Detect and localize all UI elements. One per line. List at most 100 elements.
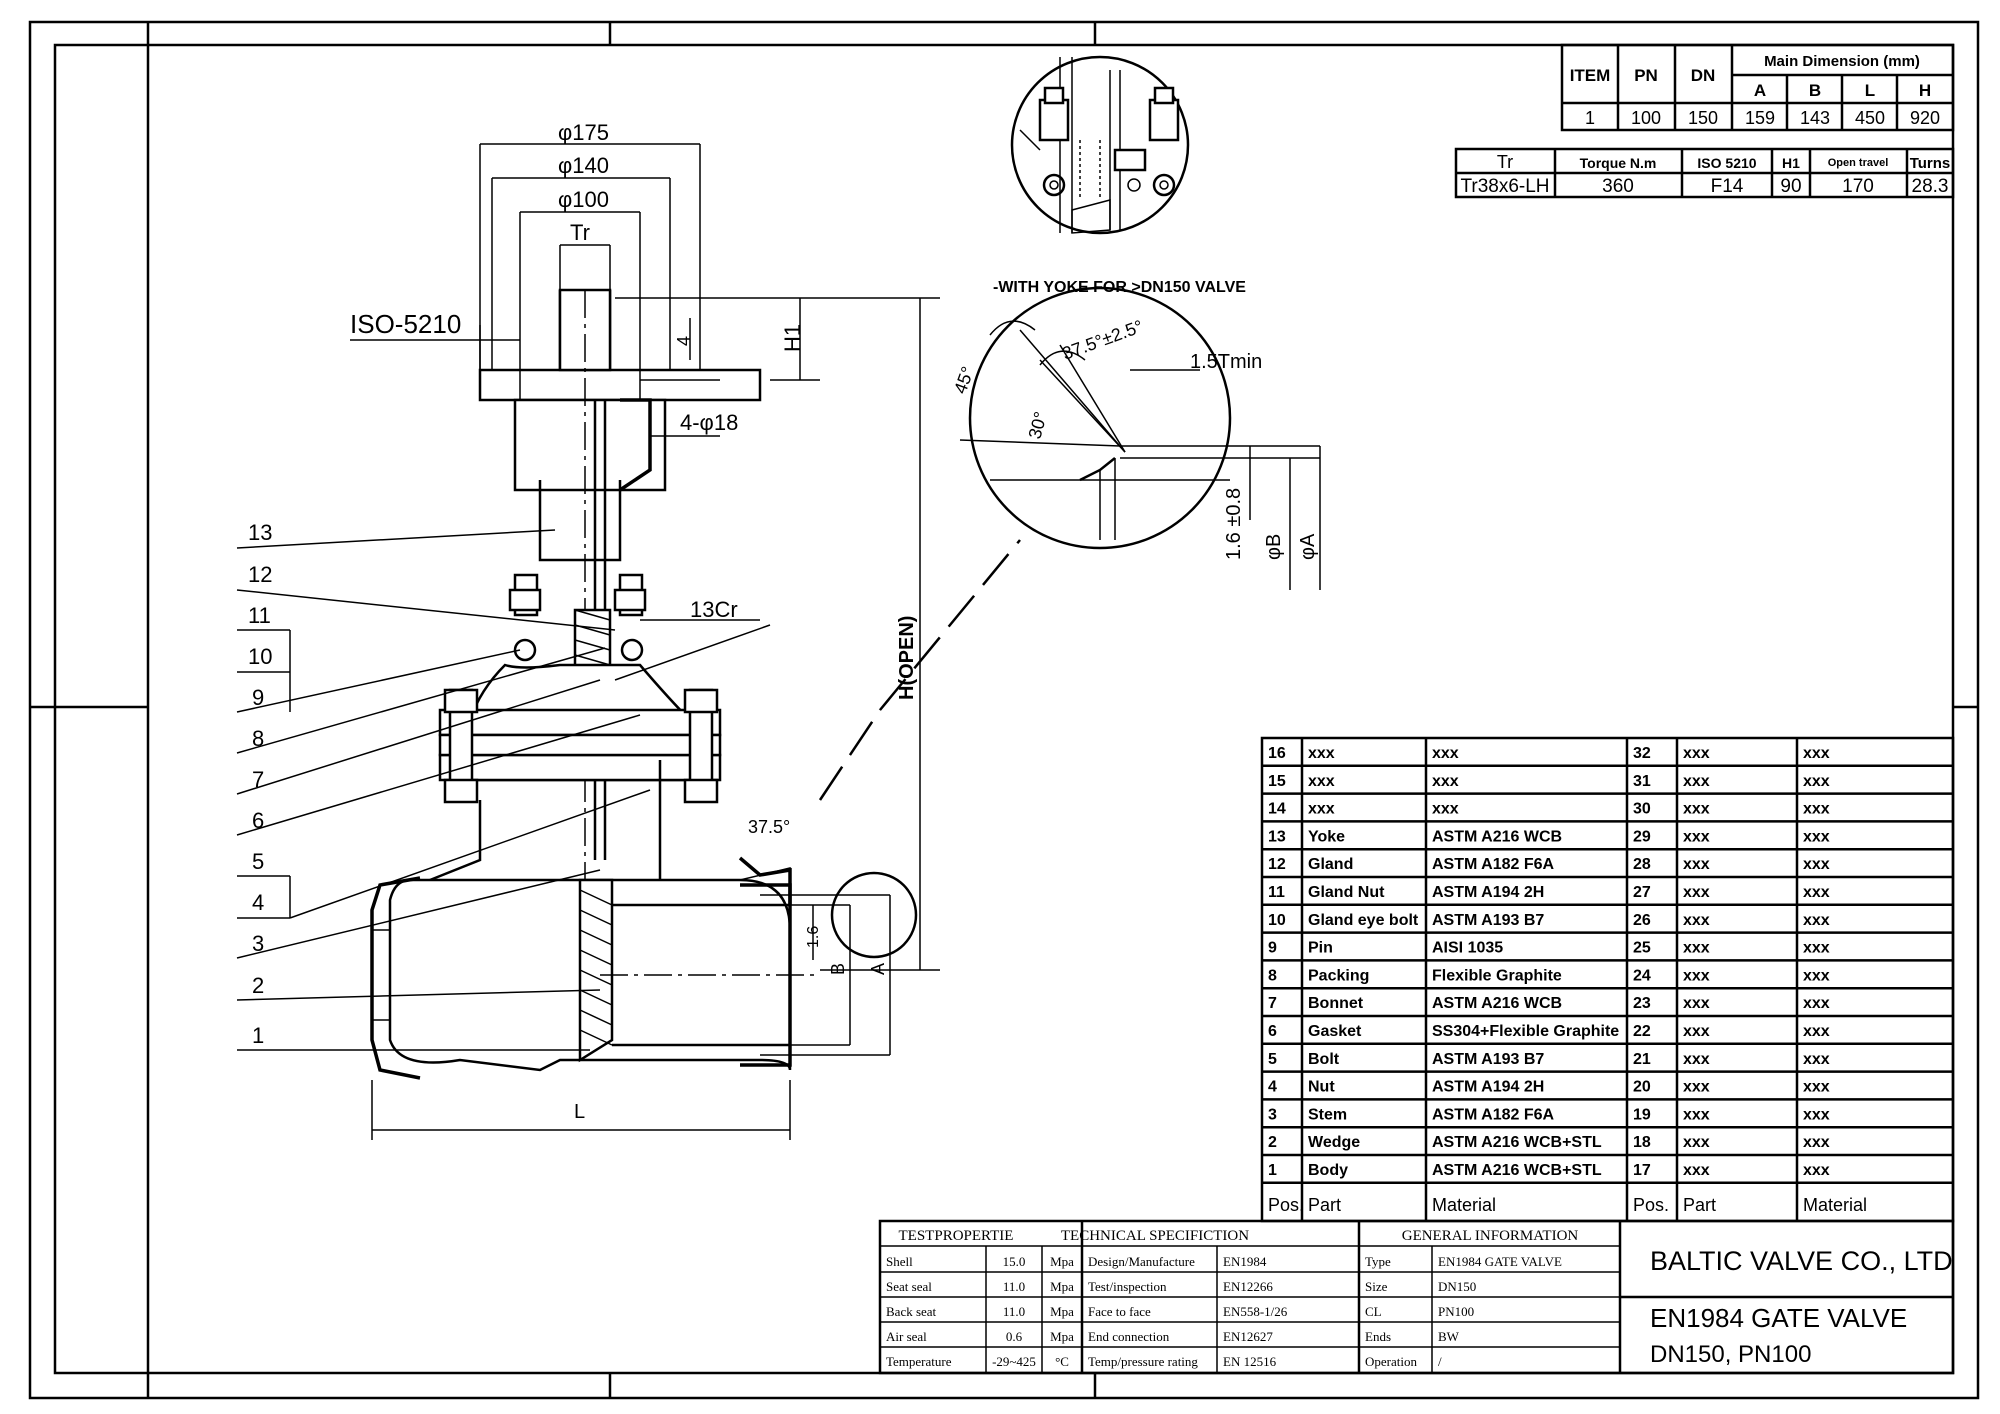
parts-cell: 26 (1633, 912, 1651, 929)
parts-cell: 19 (1633, 1106, 1651, 1123)
at-head-open: Open travel (1828, 157, 1889, 169)
parts-cell: xxx (1803, 1051, 1830, 1068)
company-name: BALTIC VALVE CO., LTD (1650, 1246, 1953, 1276)
parts-cell: xxx (1308, 773, 1335, 790)
mt-val-pn: 100 (1631, 108, 1661, 128)
parts-cell: 3 (1268, 1106, 1277, 1123)
mt-val-b: 143 (1800, 108, 1830, 128)
title-block (878, 1219, 1955, 1375)
detail-tol: 1.6 ±0.8 (1223, 488, 1245, 560)
parts-cell: Yoke (1308, 828, 1345, 845)
mt-val-dn: 150 (1688, 108, 1718, 128)
callout-9: 9 (252, 685, 264, 710)
test-unit: Mpa (1050, 1329, 1074, 1344)
tech-title: TECHNICAL SPECIFICTION (1061, 1228, 1249, 1244)
detail-tmin: 1.5Tmin (1190, 351, 1262, 373)
dim-l: L (574, 1101, 585, 1123)
callout-7: 7 (252, 767, 264, 792)
parts-cell: xxx (1683, 1134, 1710, 1151)
parts-cell: ASTM A193 B7 (1432, 1051, 1544, 1068)
parts-cell: ASTM A194 2H (1432, 1079, 1544, 1096)
parts-cell: 10 (1268, 912, 1286, 929)
dim-a: A (868, 963, 888, 975)
callout-3: 3 (252, 931, 264, 956)
parts-cell: xxx (1308, 801, 1335, 818)
callout-12: 12 (248, 562, 272, 587)
parts-cell: Gland Nut (1308, 884, 1385, 901)
parts-cell: xxx (1803, 884, 1830, 901)
parts-cell: xxx (1803, 1106, 1830, 1123)
parts-cell: 30 (1633, 801, 1651, 818)
parts-cell: xxx (1432, 801, 1459, 818)
mt-head-pn: PN (1634, 66, 1658, 85)
label-iso5210: ISO-5210 (350, 309, 461, 339)
parts-cell: ASTM A216 WCB+STL (1432, 1162, 1602, 1179)
label-13cr: 13Cr (690, 597, 738, 622)
test-value: 15.0 (1003, 1254, 1026, 1269)
parts-cell: Body (1308, 1162, 1348, 1179)
parts-cell: xxx (1803, 1023, 1830, 1040)
callout-6: 6 (252, 808, 264, 833)
parts-cell: xxx (1683, 1079, 1710, 1096)
parts-cell: 20 (1633, 1079, 1651, 1096)
general-title: GENERAL INFORMATION (1402, 1228, 1579, 1244)
test-unit: Mpa (1050, 1279, 1074, 1294)
parts-cell: xxx (1683, 745, 1710, 762)
parts-cell: xxx (1803, 773, 1830, 790)
main-dimension-table (1560, 43, 1955, 132)
parts-cell: ASTM A193 B7 (1432, 912, 1544, 929)
callout-leaders (236, 529, 651, 1051)
parts-cell: 13 (1268, 828, 1286, 845)
parts-cell: xxx (1683, 1162, 1710, 1179)
mt-head-main-dim: Main Dimension (mm) (1764, 53, 1920, 70)
parts-cell: ASTM A194 2H (1432, 884, 1544, 901)
parts-cell: Pin (1308, 940, 1333, 957)
parts-cell: xxx (1803, 995, 1830, 1012)
callout-5: 5 (252, 849, 264, 874)
mt-head-dn: DN (1691, 66, 1716, 85)
at-val-turns: 28.3 (1912, 176, 1949, 197)
test-title: TESTPROPERTIE (899, 1228, 1014, 1244)
general-label: Operation (1365, 1354, 1417, 1369)
parts-cell: xxx (1683, 1023, 1710, 1040)
test-unit: °C (1055, 1354, 1069, 1369)
callout-13: 13 (248, 520, 272, 545)
test-label: Seat seal (886, 1279, 932, 1294)
at-val-tr: Tr38x6-LH (1460, 176, 1549, 197)
tech-label: Test/inspection (1088, 1279, 1167, 1294)
test-value: -29~425 (992, 1354, 1036, 1369)
parts-header: Part (1683, 1195, 1716, 1215)
dim-1-6: 1.6 (805, 926, 822, 948)
test-unit: Mpa (1050, 1254, 1074, 1269)
parts-header: Material (1803, 1195, 1867, 1215)
parts-cell: 32 (1633, 745, 1651, 762)
dim-h1: H1 (780, 324, 805, 352)
at-head-tr: Tr (1497, 152, 1513, 172)
parts-cell: Flexible Graphite (1432, 967, 1562, 984)
dim-tr: Tr (570, 220, 590, 245)
parts-cell: 5 (1268, 1051, 1277, 1068)
tech-value: EN12627 (1223, 1329, 1273, 1344)
parts-cell: Bolt (1308, 1051, 1340, 1068)
parts-cell: xxx (1683, 995, 1710, 1012)
detail-phi-a: φA (1297, 533, 1319, 560)
parts-cell: 17 (1633, 1162, 1651, 1179)
parts-cell: Gasket (1308, 1023, 1362, 1040)
tech-value: EN12266 (1223, 1279, 1273, 1294)
parts-cell: xxx (1683, 884, 1710, 901)
parts-cell: xxx (1683, 940, 1710, 957)
test-value: 11.0 (1003, 1304, 1025, 1319)
general-label: Type (1365, 1254, 1391, 1269)
general-value: DN150 (1438, 1279, 1476, 1294)
mt-head-a: A (1754, 81, 1766, 100)
parts-cell: 6 (1268, 1023, 1277, 1040)
parts-cell: 28 (1633, 856, 1651, 873)
tech-value: EN1984 (1223, 1254, 1267, 1269)
parts-cell: xxx (1432, 745, 1459, 762)
at-head-iso: ISO 5210 (1697, 155, 1756, 171)
parts-cell: 4 (1268, 1079, 1277, 1096)
parts-cell: xxx (1683, 801, 1710, 818)
test-label: Temperature (886, 1354, 952, 1369)
